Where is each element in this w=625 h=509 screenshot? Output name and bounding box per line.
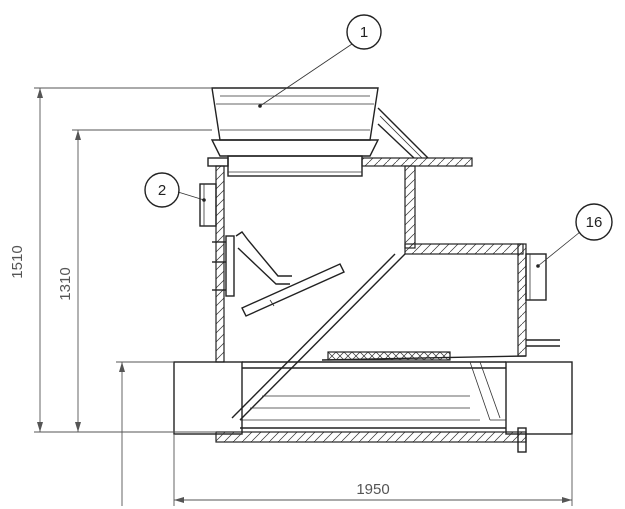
dim-1510-label: 1510	[9, 245, 26, 278]
dim-1310-label: 1310	[57, 267, 74, 300]
main-body	[215, 165, 527, 421]
balloon-16-label: 16	[586, 214, 603, 231]
balloon-2	[144, 172, 206, 208]
filter-plate	[321, 351, 527, 361]
flap-gate	[212, 231, 345, 317]
balloon-1	[258, 14, 382, 108]
outlet-port	[525, 253, 560, 347]
dim-1950-label: 1950	[356, 481, 389, 498]
top-flange	[207, 157, 473, 167]
dimension-lines	[34, 87, 573, 506]
balloon-2-label: 2	[158, 182, 166, 199]
balloon-16	[536, 203, 613, 268]
inspection-port	[199, 183, 217, 227]
base-box	[173, 361, 573, 453]
balloon-1-label: 1	[360, 24, 368, 41]
